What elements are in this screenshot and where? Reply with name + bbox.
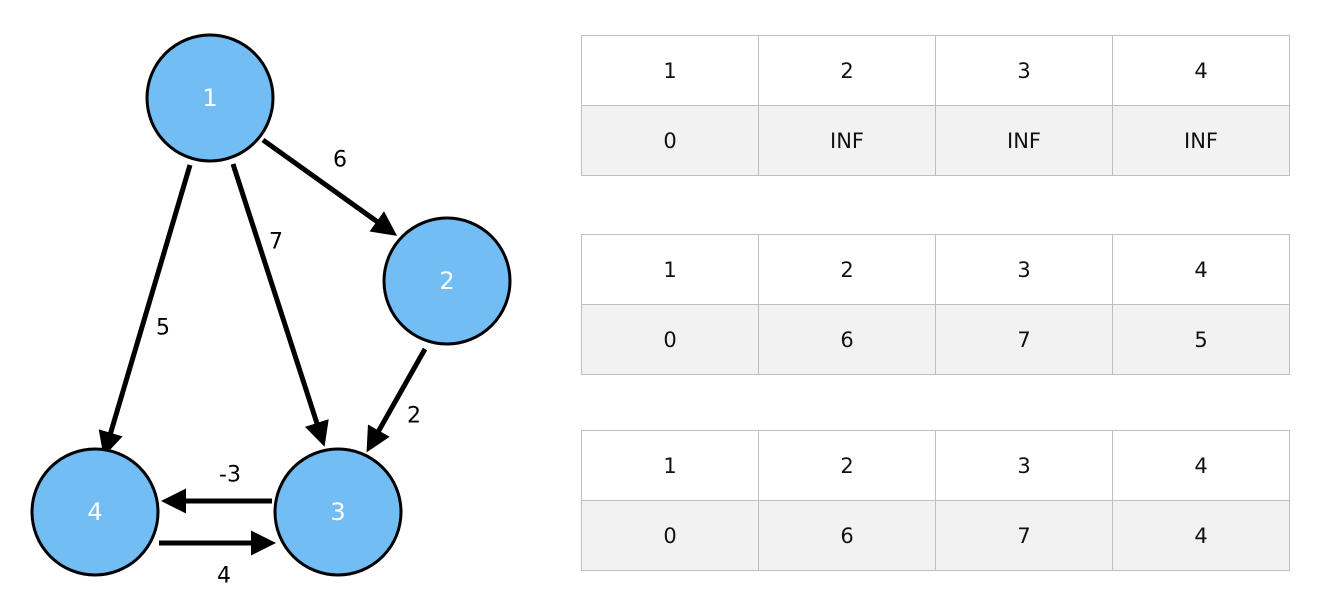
table-cell: INF bbox=[758, 105, 936, 176]
edge-weight-1-3: 7 bbox=[269, 230, 283, 255]
node-3-label: 3 bbox=[330, 498, 345, 526]
table-cell: 0 bbox=[581, 304, 759, 375]
distance-table-step-2: 1 2 3 4 0 6 7 5 bbox=[581, 234, 1290, 375]
edge-1-4 bbox=[98, 164, 193, 457]
edge-1-2 bbox=[261, 137, 398, 236]
table-cell: 1 bbox=[581, 430, 759, 501]
table-cell: 3 bbox=[935, 430, 1113, 501]
table-cell: 2 bbox=[758, 35, 936, 106]
table-cell: 4 bbox=[1112, 430, 1290, 501]
table-cell: 4 bbox=[1112, 500, 1290, 571]
table-cell: 0 bbox=[581, 105, 759, 176]
table-cell: INF bbox=[1112, 105, 1290, 176]
edge-weight-4-3: 4 bbox=[217, 564, 231, 589]
node-1: 1 bbox=[145, 33, 275, 163]
node-4: 4 bbox=[30, 447, 160, 577]
table-value-row: 0 6 7 4 bbox=[581, 500, 1290, 571]
table-cell: 7 bbox=[935, 500, 1113, 571]
distance-table-step-3: 1 2 3 4 0 6 7 4 bbox=[581, 430, 1290, 571]
table-cell: 5 bbox=[1112, 304, 1290, 375]
table-cell: 1 bbox=[581, 35, 759, 106]
edge-weight-1-2: 6 bbox=[333, 148, 347, 173]
table-header-row: 1 2 3 4 bbox=[581, 234, 1290, 305]
edge-weight-3-4: -3 bbox=[219, 463, 241, 488]
table-cell: 2 bbox=[758, 234, 936, 305]
table-cell: 7 bbox=[935, 304, 1113, 375]
table-value-row: 0 INF INF INF bbox=[581, 105, 1290, 176]
table-cell: 2 bbox=[758, 430, 936, 501]
node-3: 3 bbox=[273, 447, 403, 577]
edge-2-3 bbox=[366, 347, 428, 453]
edge-1-3 bbox=[230, 163, 329, 447]
table-cell: 6 bbox=[758, 304, 936, 375]
node-2: 2 bbox=[382, 216, 512, 346]
table-cell: INF bbox=[935, 105, 1113, 176]
node-2-label: 2 bbox=[439, 267, 454, 295]
distance-table-step-1: 1 2 3 4 0 INF INF INF bbox=[581, 35, 1290, 176]
table-cell: 4 bbox=[1112, 234, 1290, 305]
graph-diagram: 6 7 5 2 -3 4 1 2 3 4 bbox=[30, 33, 512, 589]
table-cell: 0 bbox=[581, 500, 759, 571]
table-cell: 3 bbox=[935, 234, 1113, 305]
table-cell: 1 bbox=[581, 234, 759, 305]
edge-weight-1-4: 5 bbox=[156, 316, 170, 341]
table-cell: 3 bbox=[935, 35, 1113, 106]
edge-weight-2-3: 2 bbox=[407, 404, 421, 429]
node-4-label: 4 bbox=[87, 498, 102, 526]
table-cell: 4 bbox=[1112, 35, 1290, 106]
table-cell: 6 bbox=[758, 500, 936, 571]
node-1-label: 1 bbox=[202, 84, 217, 112]
table-header-row: 1 2 3 4 bbox=[581, 35, 1290, 106]
table-header-row: 1 2 3 4 bbox=[581, 430, 1290, 501]
table-value-row: 0 6 7 5 bbox=[581, 304, 1290, 375]
